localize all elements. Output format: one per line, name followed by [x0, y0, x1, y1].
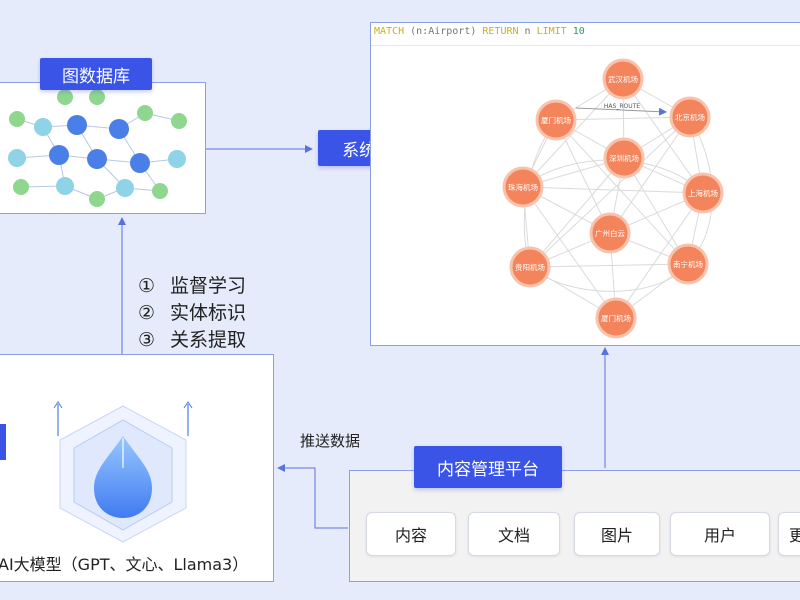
cms-item-content[interactable]: 内容 — [366, 512, 456, 556]
svg-text:贵阳机场: 贵阳机场 — [515, 262, 545, 272]
svg-text:上海机场: 上海机场 — [688, 188, 718, 198]
node-wuhan[interactable]: 武汉机场 — [602, 58, 644, 100]
svg-text:北京机场: 北京机场 — [675, 112, 705, 122]
cms-title: 内容管理平台 — [414, 446, 562, 488]
cms-item-images[interactable]: 图片 — [574, 512, 660, 556]
node-zhuhai[interactable]: 珠海机场 — [502, 166, 544, 208]
svg-text:珠海机场: 珠海机场 — [508, 182, 538, 192]
node-beijing[interactable]: 北京机场 — [669, 96, 711, 138]
ai-model-caption: AI大模型（GPT、文心、Llama3） — [0, 555, 249, 574]
cypher-query[interactable]: MATCH (n:Airport) RETURN n LIMIT 10 — [374, 26, 585, 37]
edge-label: HAS_ROUTE — [604, 103, 640, 110]
node-xiamen-1[interactable]: 厦门机场 — [535, 99, 577, 141]
svg-text:广州白云: 广州白云 — [595, 228, 625, 238]
svg-text:南宁机场: 南宁机场 — [673, 259, 703, 269]
cms-item-more[interactable]: 更 — [778, 512, 800, 556]
graph-db-title: 图数据库 — [40, 58, 152, 90]
ai-panel-accent — [0, 424, 6, 460]
graph-db-network-icon — [8, 89, 187, 207]
cms-item-users[interactable]: 用户 — [670, 512, 770, 556]
cms-item-documents[interactable]: 文档 — [468, 512, 560, 556]
svg-text:厦门机场: 厦门机场 — [601, 313, 631, 323]
node-guiyang[interactable]: 贵阳机场 — [509, 246, 551, 288]
node-guangzhou[interactable]: 广州白云 — [589, 212, 631, 254]
node-shanghai[interactable]: 上海机场 — [682, 172, 724, 214]
svg-text:武汉机场: 武汉机场 — [608, 74, 638, 84]
svg-text:深圳机场: 深圳机场 — [609, 153, 639, 163]
push-data-label: 推送数据 — [300, 432, 361, 450]
node-shenzhen[interactable]: 深圳机场 — [603, 137, 645, 179]
node-nanning[interactable]: 南宁机场 — [667, 243, 709, 285]
ai-model-icon — [53, 401, 193, 543]
graph-db-panel — [0, 82, 206, 214]
arrow-cms-to-ai — [277, 464, 348, 529]
graph-viewer-panel — [370, 22, 800, 346]
svg-text:厦门机场: 厦门机场 — [541, 115, 571, 125]
airport-graph: HAS_ROUTE 武汉机场 厦门机场 北京机场 深圳机场 珠海机场 上海机场 … — [502, 58, 724, 339]
node-xiamen-2[interactable]: 厦门机场 — [595, 297, 637, 339]
